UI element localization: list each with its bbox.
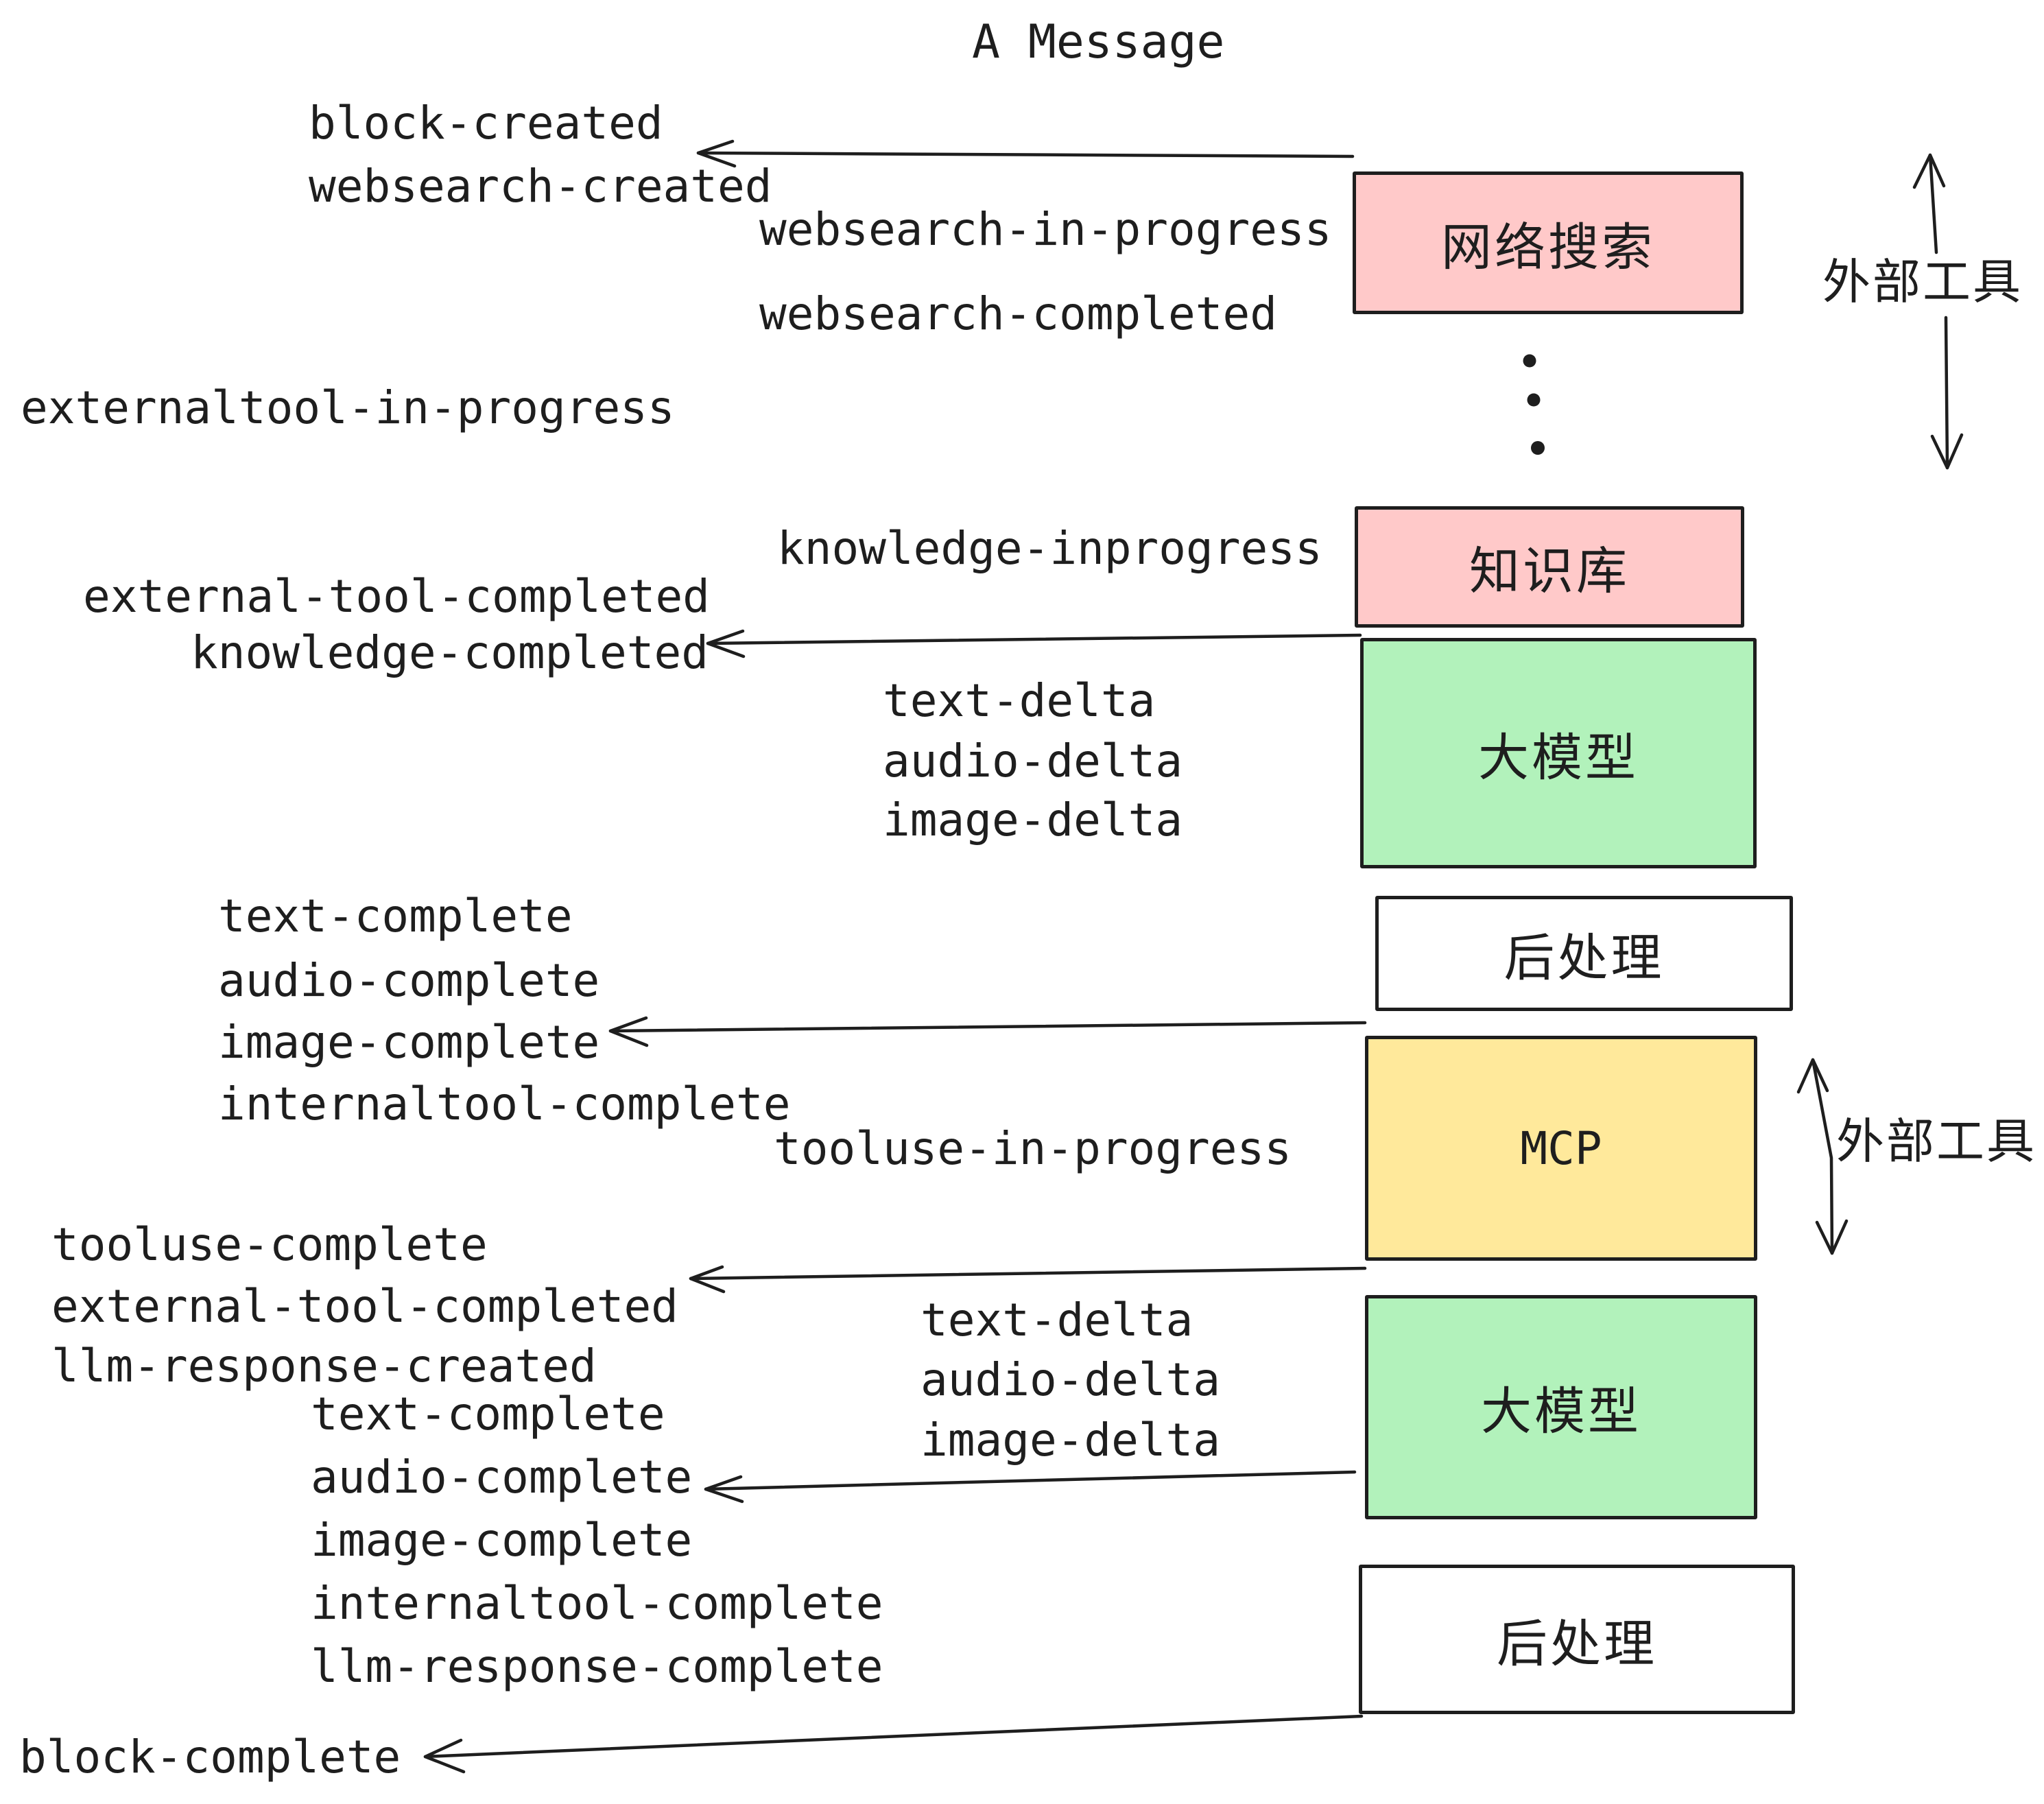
box-knowledge: 知识库 — [1355, 506, 1744, 628]
event-label-block-complete: block-complete — [19, 1731, 401, 1783]
event-label-text-delta-1: text-delta — [883, 674, 1156, 727]
event-label-audio-delta-1: audio-delta — [883, 735, 1183, 787]
box-websearch-label: 网络搜索 — [1441, 218, 1655, 276]
box-llm-1-label: 大模型 — [1478, 728, 1639, 786]
event-label-knowledge-inprogress: knowledge-inprogress — [777, 522, 1322, 575]
box-llm-2: 大模型 — [1365, 1295, 1757, 1519]
box-mcp: MCP — [1365, 1036, 1757, 1261]
box-postprocess-1-label: 后处理 — [1504, 929, 1665, 986]
event-label-image-delta-2: image-delta — [920, 1414, 1221, 1467]
event-label-externaltool-in-progress: externaltool-in-progress — [21, 381, 675, 434]
box-llm-1: 大模型 — [1360, 638, 1757, 868]
double-arrow-external-tools-1 — [1912, 153, 1964, 470]
side-label-external-tools-2: 外部工具 — [1836, 1115, 2036, 1168]
diagram-title: A Message — [972, 15, 1225, 69]
event-label-llm-response-created: llm-response-created — [51, 1340, 597, 1392]
arrow-to-audio-complete — [704, 1470, 1357, 1504]
event-label-external-tool-completed-2: external-tool-completed — [51, 1280, 678, 1333]
event-label-tooluse-complete: tooluse-complete — [51, 1218, 488, 1271]
event-label-tooluse-in-progress: tooluse-in-progress — [774, 1122, 1292, 1175]
event-label-audio-complete-2: audio-complete — [311, 1451, 693, 1504]
side-label-external-tools-1: 外部工具 — [1822, 255, 2023, 309]
double-arrow-external-tools-2 — [1796, 1058, 1849, 1255]
arrow-to-block-complete — [423, 1714, 1364, 1774]
box-postprocess-2-label: 后处理 — [1497, 1615, 1657, 1672]
arrow-to-tooluse-complete — [689, 1265, 1367, 1294]
arrow-to-image-complete — [608, 1016, 1367, 1047]
arrow-to-knowledge-completed — [706, 629, 1362, 658]
event-label-external-tool-completed-1: external-tool-completed — [83, 570, 710, 623]
event-label-image-complete-1: image-complete — [218, 1016, 600, 1069]
event-label-internaltool-complete-2: internaltool-complete — [311, 1577, 883, 1630]
box-mcp-label: MCP — [1520, 1121, 1602, 1175]
box-llm-2-label: 大模型 — [1481, 1383, 1641, 1440]
event-label-audio-complete-1: audio-complete — [218, 954, 600, 1007]
event-label-image-delta-1: image-delta — [883, 794, 1183, 846]
event-label-block-created: block-created — [309, 97, 663, 150]
event-label-llm-response-complete: llm-response-complete — [311, 1640, 883, 1693]
event-label-text-complete-1: text-complete — [218, 890, 573, 942]
event-label-knowledge-completed: knowledge-completed — [191, 626, 709, 679]
event-label-text-complete-2: text-complete — [311, 1388, 665, 1440]
box-knowledge-label: 知识库 — [1469, 543, 1630, 600]
box-postprocess-2: 后处理 — [1359, 1565, 1795, 1714]
ellipsis-dots — [1523, 354, 1545, 455]
box-postprocess-1: 后处理 — [1375, 896, 1793, 1011]
event-label-internaltool-complete-1: internaltool-complete — [218, 1078, 791, 1130]
event-label-websearch-in-progress: websearch-in-progress — [759, 203, 1332, 256]
event-label-audio-delta-2: audio-delta — [920, 1353, 1221, 1406]
box-websearch: 网络搜索 — [1353, 171, 1744, 314]
event-label-text-delta-2: text-delta — [920, 1294, 1193, 1346]
event-label-websearch-completed: websearch-completed — [759, 287, 1277, 340]
arrow-to-block-created — [696, 139, 1355, 168]
event-label-image-complete-2: image-complete — [311, 1514, 693, 1567]
event-label-websearch-created: websearch-created — [309, 160, 772, 213]
